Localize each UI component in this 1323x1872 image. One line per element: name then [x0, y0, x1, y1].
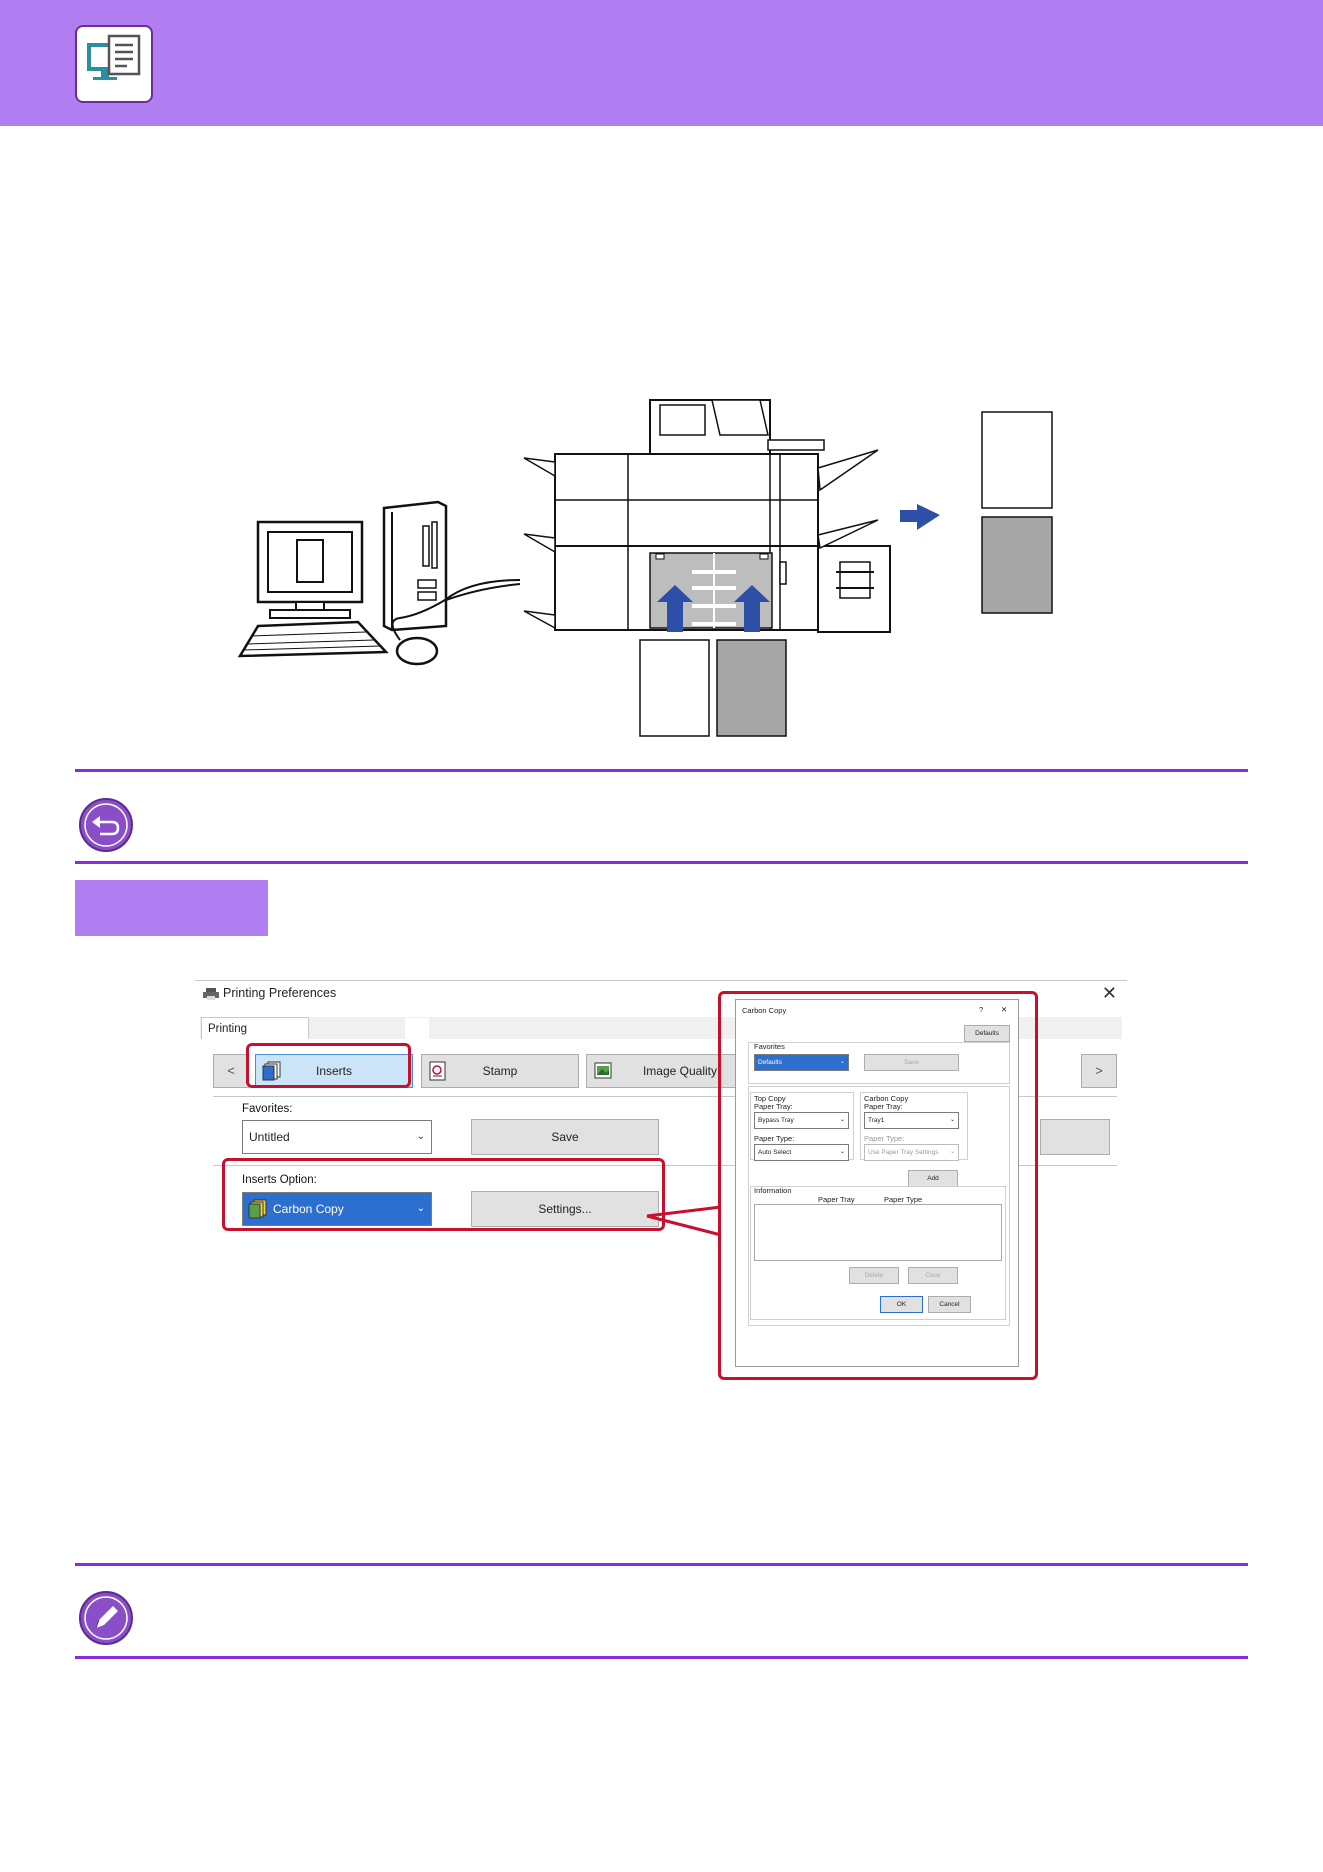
chevron-down-icon: ⌄	[949, 1149, 955, 1155]
save-button[interactable]: Save	[471, 1119, 659, 1155]
settings-panel: < Inserts Stamp Image Quality	[200, 1039, 1122, 1236]
delete-button[interactable]: Delete	[849, 1267, 899, 1284]
chevron-down-icon: ⌄	[839, 1117, 845, 1123]
carbon-copy-highlight	[718, 991, 1038, 1380]
separator	[213, 1165, 1117, 1166]
carbon-copy-illustration	[237, 399, 1053, 737]
callout-connector	[646, 1205, 722, 1237]
top-paper-type-value: Auto Select	[758, 1149, 792, 1156]
cc-favorites-select[interactable]: Defaults ⌄	[754, 1054, 849, 1071]
cc-paper-type-label: Paper Type:	[864, 1134, 905, 1143]
note-rule-bottom	[75, 861, 1248, 864]
stamp-button[interactable]: Stamp	[421, 1054, 579, 1088]
cc-paper-tray-value: Tray1	[868, 1117, 885, 1124]
help-icon[interactable]: ?	[979, 1005, 984, 1014]
inserts-option-select[interactable]: Carbon Copy ⌄	[242, 1192, 432, 1226]
add-button[interactable]: Add	[908, 1170, 958, 1187]
image-quality-label: Image Quality	[642, 1064, 718, 1078]
printer-icon	[203, 988, 219, 1000]
top-paper-tray-label: Paper Tray:	[754, 1102, 793, 1111]
defaults-button[interactable]: Defaults	[964, 1025, 1010, 1042]
carbon-copy-icon	[248, 1199, 267, 1219]
close-icon[interactable]: ✕	[1101, 983, 1117, 1003]
cc-paper-tray-label: Paper Tray:	[864, 1102, 903, 1111]
print-document-icon	[75, 25, 153, 103]
nav-prev-button[interactable]: <	[213, 1054, 249, 1088]
ok-button[interactable]: OK	[880, 1296, 923, 1313]
cc-favorites-label: Favorites	[754, 1042, 785, 1051]
chevron-down-icon: ⌄	[839, 1059, 845, 1065]
memo-rule-bottom	[75, 1656, 1248, 1659]
favorites-group	[748, 1042, 1010, 1084]
return-reference-icon	[78, 797, 134, 853]
arrow-right-icon	[900, 504, 940, 530]
settings-button[interactable]: Settings...	[471, 1191, 659, 1227]
desktop-computer-icon	[256, 500, 448, 632]
inserts-highlight	[246, 1043, 411, 1088]
inserts-label: Inserts	[315, 1064, 352, 1078]
window-title: Printing Preferences	[223, 986, 337, 1000]
main-group	[748, 1086, 1010, 1326]
top-paper-type-select[interactable]: Auto Select ⌄	[754, 1144, 849, 1161]
information-label: Information	[754, 1186, 792, 1195]
close-icon[interactable]: ✕	[1001, 1005, 1008, 1014]
col-paper-type: Paper Type	[884, 1195, 923, 1204]
partial-button[interactable]	[1040, 1119, 1110, 1155]
image-quality-icon	[594, 1062, 612, 1079]
separator	[213, 1096, 1117, 1097]
carbon-copy-dialog: Carbon Copy ? ✕ Defaults Favorites Defau…	[735, 999, 1019, 1367]
information-list[interactable]	[754, 1204, 1002, 1261]
cc-paper-type-select[interactable]: Use Paper Tray Settings ⌄	[864, 1144, 959, 1161]
favorites-select[interactable]: Untitled ⌄	[242, 1120, 432, 1154]
top-copy-label: Top Copy	[754, 1094, 786, 1103]
chevron-down-icon: ⌄	[416, 1203, 425, 1214]
inserts-option-label: Inserts Option:	[242, 1174, 317, 1186]
cc-favorites-value: Defaults	[758, 1059, 782, 1066]
cc-save-button[interactable]: Save	[864, 1054, 959, 1071]
mouse-icon	[391, 579, 521, 666]
memo-rule-top	[75, 1563, 1248, 1566]
tab-blank	[405, 1018, 429, 1040]
output-sheet-gray	[981, 516, 1053, 614]
image-quality-button[interactable]: Image Quality	[586, 1054, 744, 1088]
information-group	[750, 1186, 1006, 1320]
chevron-down-icon: ⌄	[949, 1117, 955, 1123]
top-paper-tray-select[interactable]: Bypass Tray ⌄	[754, 1112, 849, 1129]
input-sheet-gray	[716, 639, 787, 737]
chevron-down-icon: ⌄	[839, 1149, 845, 1155]
pencil-memo-icon	[78, 1590, 134, 1646]
header-band	[0, 0, 1323, 126]
cc-title: Carbon Copy	[742, 1006, 787, 1015]
note-rule-top	[75, 769, 1248, 772]
col-paper-tray: Paper Tray	[818, 1195, 855, 1204]
cancel-button[interactable]: Cancel	[928, 1296, 971, 1313]
cc-section-label: Carbon Copy	[864, 1094, 909, 1103]
cc-paper-tray-select[interactable]: Tray1 ⌄	[864, 1112, 959, 1129]
top-paper-type-label: Paper Type:	[754, 1134, 795, 1143]
cc-paper-type-value: Use Paper Tray Settings	[868, 1149, 939, 1156]
top-paper-tray-value: Bypass Tray	[758, 1117, 794, 1124]
keyboard-icon	[237, 620, 389, 658]
stamp-icon	[429, 1061, 446, 1081]
tab-printing-preferences[interactable]: Printing Preferences	[201, 1017, 309, 1057]
chevron-down-icon: ⌄	[416, 1131, 425, 1142]
stamp-label: Stamp	[482, 1064, 518, 1078]
clear-button[interactable]: Clear	[908, 1267, 958, 1284]
inserts-option-value: Carbon Copy	[273, 1202, 344, 1216]
step-label-box	[75, 880, 268, 936]
inserts-icon	[262, 1061, 281, 1081]
favorites-label: Favorites:	[242, 1103, 293, 1115]
output-sheet-white	[981, 411, 1053, 509]
favorites-value: Untitled	[249, 1130, 290, 1144]
arrow-up-icon	[657, 585, 770, 632]
mfp-printer-icon	[523, 399, 891, 633]
input-sheet-white	[639, 639, 710, 737]
nav-next-button[interactable]: >	[1081, 1054, 1117, 1088]
inserts-option-highlight	[222, 1158, 665, 1231]
